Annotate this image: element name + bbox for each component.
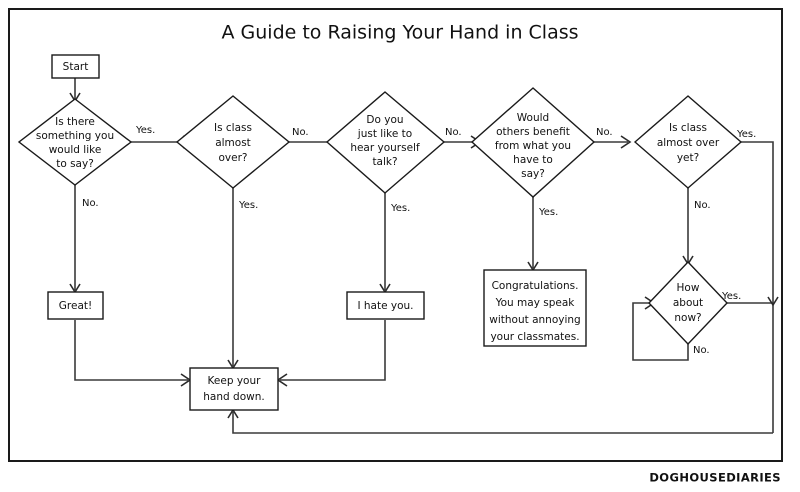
q1-line-4: to say? bbox=[56, 158, 94, 170]
q5-diamond[interactable] bbox=[633, 95, 743, 189]
q4-line-3: from what you bbox=[495, 140, 571, 152]
label-q3-no: No. bbox=[445, 127, 462, 138]
q4-line-2: others benefit bbox=[496, 126, 570, 138]
edge-great-keepdown bbox=[74, 320, 188, 381]
q5-line-1: Is class bbox=[669, 122, 707, 134]
q6-line-1: How bbox=[677, 282, 700, 294]
q6-diamond[interactable] bbox=[648, 260, 728, 346]
keepdown-line-1: Keep your bbox=[208, 375, 262, 387]
label-q4-yes: Yes. bbox=[538, 207, 558, 218]
congrats-line-1: Congratulations. bbox=[492, 280, 579, 292]
label-q4-no: No. bbox=[596, 127, 613, 138]
label-q2-yes: Yes. bbox=[238, 200, 258, 211]
start-box[interactable] bbox=[51, 54, 100, 79]
label-q6-no: No. bbox=[693, 345, 710, 356]
keepdown-box[interactable] bbox=[189, 367, 279, 411]
q1-line-3: would like bbox=[49, 144, 102, 156]
comic-border bbox=[8, 8, 783, 462]
q2-line-1: Is class bbox=[214, 122, 252, 134]
congrats-line-4: your classmates. bbox=[490, 331, 579, 343]
node-keepdown[interactable]: Keep your hand down. bbox=[189, 367, 279, 411]
node-decision-q2[interactable]: Is class almost over? bbox=[175, 95, 291, 189]
q4-diamond[interactable] bbox=[470, 87, 596, 198]
q3-diamond[interactable] bbox=[325, 91, 446, 194]
q3-line-2: just like to bbox=[357, 128, 412, 140]
q5-line-3: yet? bbox=[677, 152, 699, 164]
node-hate[interactable]: I hate you. bbox=[346, 291, 425, 320]
start-label: Start bbox=[63, 61, 89, 73]
keepdown-line-2: hand down. bbox=[203, 391, 264, 403]
node-decision-q6[interactable]: How about now? bbox=[648, 260, 728, 346]
q3-line-1: Do you bbox=[366, 114, 403, 126]
q4-line-5: say? bbox=[521, 168, 545, 180]
node-congrats[interactable]: Congratulations. You may speak without a… bbox=[483, 269, 587, 347]
label-q1-yes: Yes. bbox=[135, 125, 155, 136]
congrats-box[interactable] bbox=[483, 269, 587, 347]
q1-line-1: Is there bbox=[55, 116, 95, 128]
edge-q5-yes bbox=[740, 141, 774, 433]
q2-line-2: almost bbox=[215, 137, 251, 149]
q4-line-4: have to bbox=[513, 154, 553, 166]
node-decision-q4[interactable]: Would others benefit from what you have … bbox=[470, 87, 596, 198]
great-label: Great! bbox=[59, 300, 92, 312]
node-great[interactable]: Great! bbox=[47, 291, 104, 320]
q6-line-2: about bbox=[673, 297, 703, 309]
edge-bottom-return bbox=[232, 412, 773, 434]
q2-diamond[interactable] bbox=[175, 95, 291, 189]
node-decision-q1[interactable]: Is there something you would like to say… bbox=[17, 98, 133, 186]
great-box[interactable] bbox=[47, 291, 104, 320]
hate-box[interactable] bbox=[346, 291, 425, 320]
label-q2-no: No. bbox=[292, 127, 309, 138]
q2-line-3: over? bbox=[219, 152, 248, 164]
q3-line-3: hear yourself bbox=[350, 142, 420, 154]
arrowhead-q4-no bbox=[620, 135, 632, 149]
label-q3-yes: Yes. bbox=[390, 203, 410, 214]
label-q1-no: No. bbox=[82, 198, 99, 209]
q1-line-2: something you bbox=[36, 130, 114, 142]
node-decision-q3[interactable]: Do you just like to hear yourself talk? bbox=[325, 91, 446, 194]
q6-line-3: now? bbox=[674, 312, 701, 324]
node-decision-q5[interactable]: Is class almost over yet? bbox=[633, 95, 743, 189]
label-q5-no: No. bbox=[694, 200, 711, 211]
hate-label: I hate you. bbox=[357, 300, 413, 312]
q3-line-4: talk? bbox=[372, 156, 397, 168]
arrowhead-q6-yes-down bbox=[767, 296, 779, 307]
congrats-line-2: You may speak bbox=[495, 297, 576, 309]
q1-diamond[interactable] bbox=[17, 98, 133, 186]
page-title: A Guide to Raising Your Hand in Class bbox=[221, 22, 578, 44]
label-q6-yes: Yes. bbox=[721, 291, 741, 302]
label-q5-yes: Yes. bbox=[736, 129, 756, 140]
q4-line-1: Would bbox=[517, 112, 549, 124]
q5-line-2: almost over bbox=[657, 137, 720, 149]
signature-watermark: DOGHOUSEDIARIES bbox=[649, 471, 781, 485]
congrats-line-3: without annoying bbox=[489, 314, 580, 326]
edge-hate-keepdown bbox=[280, 320, 386, 381]
node-start[interactable]: Start bbox=[51, 54, 100, 79]
edge-q6-no-loop bbox=[632, 302, 689, 361]
